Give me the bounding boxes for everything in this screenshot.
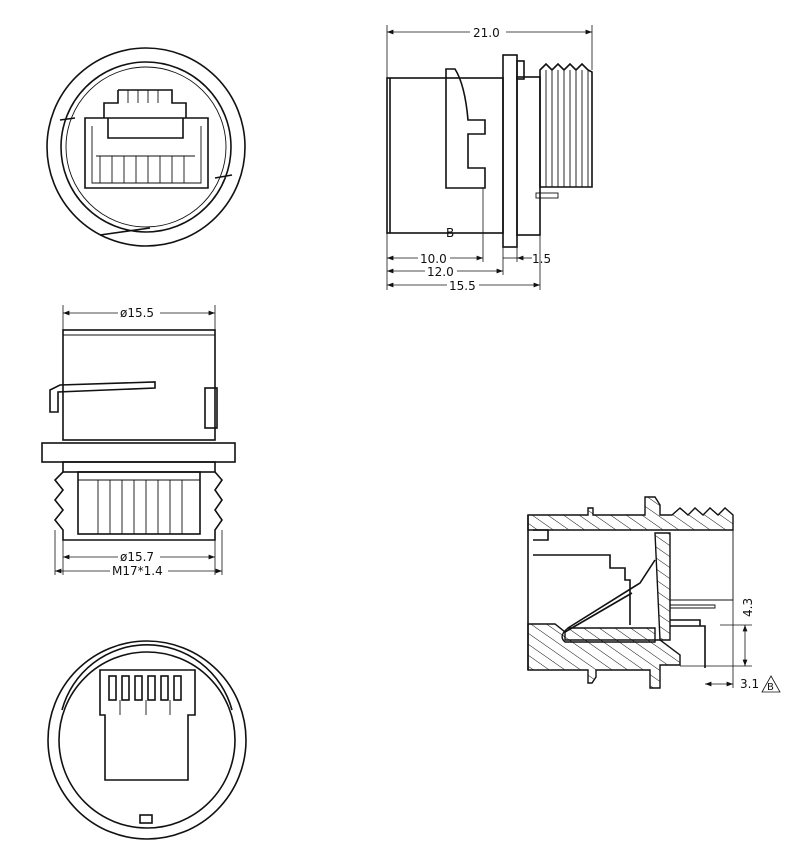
dim-10: 10.0 xyxy=(420,252,447,266)
side-marking: B xyxy=(446,226,454,240)
rear-view xyxy=(47,640,247,840)
datum-triangle-icon xyxy=(761,675,781,693)
top-view: ø15.5 ø15.7 M17*1.4 xyxy=(41,305,236,578)
side-view: B 21.0 10.0 12.0 15.5 1.5 xyxy=(386,25,593,293)
section-view: 4.3 3.1 B xyxy=(527,496,781,693)
dim-4-3: 4.3 xyxy=(741,598,755,617)
dim-12: 12.0 xyxy=(427,265,454,279)
dim-1-5: 1.5 xyxy=(532,252,551,266)
side-dimensions: 21.0 10.0 12.0 15.5 1.5 xyxy=(386,25,593,293)
rj45-jack-outline xyxy=(84,89,209,189)
datum-label: B xyxy=(767,682,774,693)
dim-m17: M17*1.4 xyxy=(112,564,163,578)
dim-15-5: 15.5 xyxy=(449,279,476,293)
front-view xyxy=(46,47,246,247)
dim-21: 21.0 xyxy=(473,26,500,40)
dim-d15-5: ø15.5 xyxy=(120,306,154,320)
section-dimensions: 4.3 3.1 B xyxy=(680,598,781,693)
top-dimensions: ø15.5 ø15.7 M17*1.4 xyxy=(54,305,223,578)
dim-3-1: 3.1 xyxy=(740,677,759,691)
dim-d15-7: ø15.7 xyxy=(120,550,154,564)
